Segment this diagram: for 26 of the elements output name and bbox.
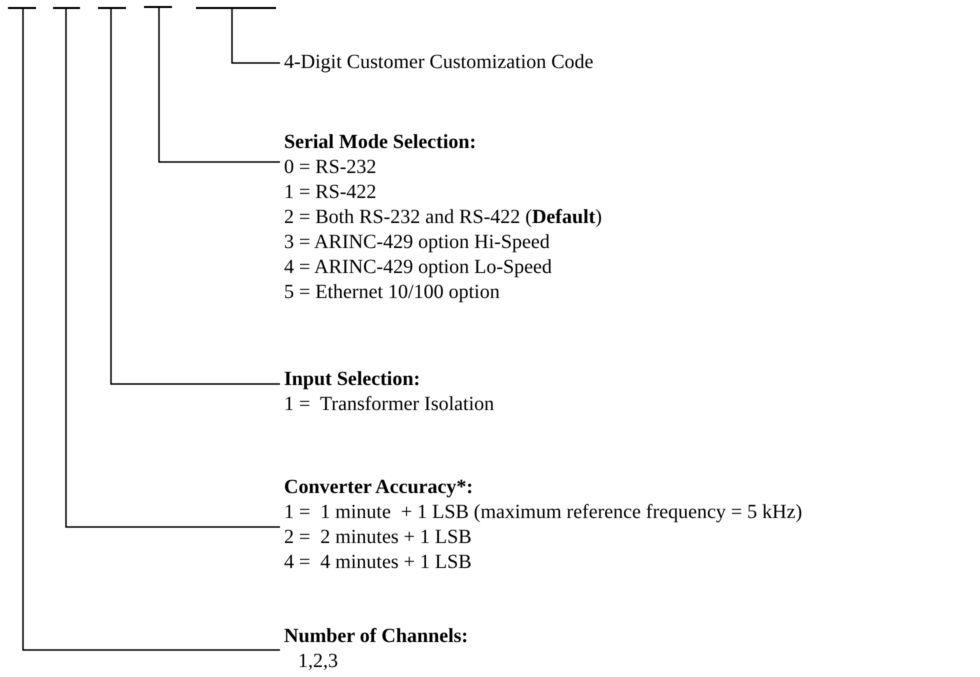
leader-line [110,8,280,385]
section-heading: Input Selection: [283,367,422,392]
option-text: 1 = Transformer Isolation [283,392,494,417]
leader-line [231,8,280,64]
section-heading: Converter Accuracy*: [283,475,474,500]
option-text: 4 = ARINC-429 option Lo-Speed [283,255,553,280]
blank-slot-line [196,7,276,8]
leader-line [65,8,280,528]
blank-slot-line [98,7,126,8]
option-text: 0 = RS-232 [283,155,378,180]
option-text: 1 = 1 minute + 1 LSB (maximum reference frequency = 5 kHz) [283,500,802,525]
option-text: 4 = 4 minutes + 1 LSB [283,550,473,575]
section-heading: Serial Mode Selection: [283,130,478,155]
leader-line [158,7,280,163]
option-text: 1,2,3 [297,649,339,674]
option-text: 2 = Both RS-232 and RS-422 (Default) [283,205,602,230]
option-text: 1 = RS-422 [283,180,378,205]
option-text: 4-Digit Customer Customization Code [283,50,594,75]
blank-slot-line [53,7,80,8]
option-text: 5 = Ethernet 10/100 option [283,280,501,305]
blank-slot-line [8,7,36,8]
blank-slot-line [144,6,172,8]
leader-line [22,8,280,651]
option-text: 3 = ARINC-429 option Hi-Speed [283,230,551,255]
option-text: 2 = 2 minutes + 1 LSB [283,525,473,550]
section-heading: Number of Channels: [283,624,468,649]
